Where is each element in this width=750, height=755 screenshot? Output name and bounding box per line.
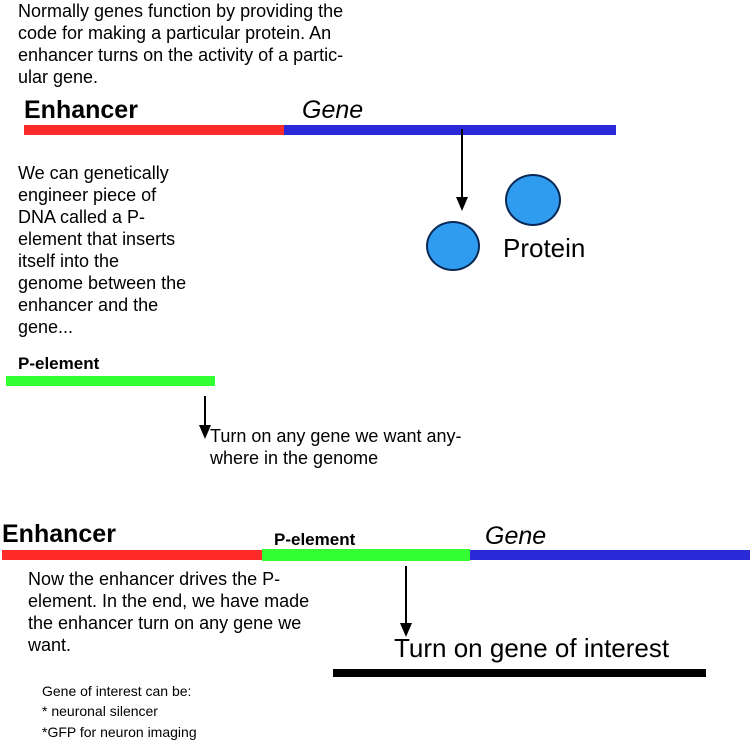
enhancer-bar-bottom xyxy=(2,550,262,560)
enhancer-drives-text: Now the enhancer drives the P- element. … xyxy=(28,569,310,655)
protein-circle-lower xyxy=(426,221,480,271)
gene-label-bottom: Gene xyxy=(485,522,547,550)
protein-label: Protein xyxy=(503,233,586,263)
intro-text: Normally genes function by providing the… xyxy=(18,1,344,87)
turn-on-gene-of-interest-text: Turn on gene of interest xyxy=(394,633,670,663)
p-element-bar-middle xyxy=(6,376,215,386)
p-element-label-middle: P-element xyxy=(18,354,100,373)
protein-circle-upper xyxy=(505,174,561,226)
enhancer-label-top: Enhancer xyxy=(24,96,138,124)
turn-on-any-gene-text: Turn on any gene we want any- where in t… xyxy=(210,426,462,468)
engineer-text: We can genetically engineer piece of DNA… xyxy=(18,163,187,337)
gene-interest-arrow-line xyxy=(405,566,407,624)
gene-of-interest-bar xyxy=(333,669,706,677)
expression-arrowhead-top xyxy=(456,197,468,211)
p-element-arrow-line xyxy=(204,396,206,426)
gene-bar-top xyxy=(284,125,616,135)
gene-bar-bottom xyxy=(470,550,750,560)
gene-of-interest-title: Gene of interest can be: xyxy=(42,683,192,699)
gene-of-interest-item: *GFP for neuron imaging xyxy=(42,724,197,740)
gene-interest-arrowhead xyxy=(400,623,412,637)
p-element-bar-bottom xyxy=(262,549,470,561)
gene-label-top: Gene xyxy=(302,96,364,124)
enhancer-bar-top xyxy=(24,125,284,135)
p-element-label-bottom: P-element xyxy=(274,530,356,549)
expression-arrow-line-top xyxy=(461,129,463,197)
gene-of-interest-item: * neuronal silencer xyxy=(42,703,158,719)
p-element-arrowhead xyxy=(199,425,211,439)
enhancer-label-bottom: Enhancer xyxy=(2,520,116,548)
